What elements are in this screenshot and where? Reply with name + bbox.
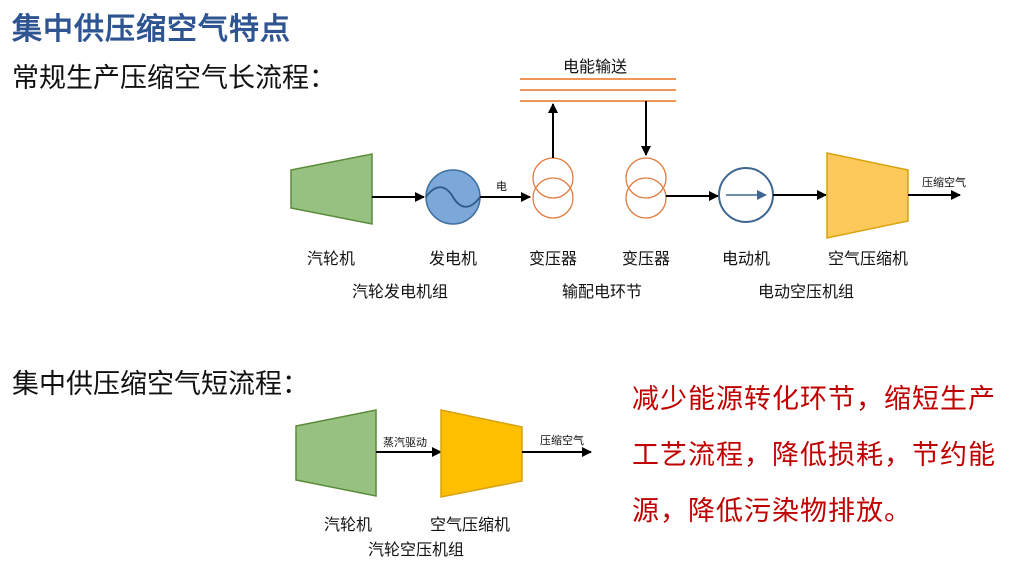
transformer-icon-step-down: [625, 157, 667, 219]
turbine-label: 汽轮机: [306, 249, 356, 268]
transformer-icon-step-up: [532, 157, 574, 219]
steam-compressor-set-label: 汽轮空压机组: [367, 540, 465, 559]
short-air-compressor-shape: [440, 409, 523, 498]
motor-icon: [718, 167, 774, 223]
power-transmission-lines: [520, 78, 676, 102]
generator-label: 发电机: [428, 249, 478, 268]
electric-label: 电: [496, 180, 507, 193]
generator-icon: [425, 169, 481, 225]
short-steam-turbine-shape: [295, 409, 377, 497]
air-compressor-shape: [826, 152, 909, 239]
motor-label: 电动机: [721, 249, 771, 268]
electric-compressor-set-label: 电动空压机组: [757, 282, 855, 301]
steam-turbine-shape: [290, 153, 373, 225]
transformer-2-label: 变压器: [621, 249, 671, 268]
summary-text: 减少能源转化环节，缩短生产工艺流程，降低损耗，节约能源，降低污染物排放。: [632, 384, 996, 527]
compressed-air-label: 压缩空气: [922, 176, 966, 189]
compressor-label: 空气压缩机: [827, 249, 909, 268]
distribution-stage-label: 输配电环节: [561, 282, 643, 301]
short-compressor-label: 空气压缩机: [429, 515, 511, 534]
steam-drive-label: 蒸汽驱动: [383, 436, 427, 449]
short-turbine-label: 汽轮机: [323, 515, 373, 534]
turbine-generator-set-label: 汽轮发电机组: [351, 282, 449, 301]
transformer-1-label: 变压器: [528, 249, 578, 268]
short-compressed-air-label: 压缩空气: [540, 434, 584, 447]
short-flow-heading: 集中供压缩空气短流程：: [12, 369, 309, 400]
page-title: 集中供压缩空气特点: [12, 12, 291, 47]
long-flow-heading: 常规生产压缩空气长流程：: [12, 63, 336, 94]
power-transmission-label: 电能输送: [563, 57, 628, 76]
